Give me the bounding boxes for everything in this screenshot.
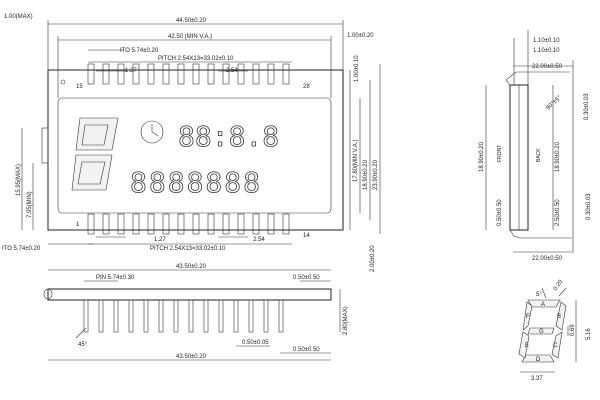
- left-1595-label: 15.95(MAX): [16, 164, 22, 196]
- front-end-cap: [43, 288, 53, 300]
- edge-seal: [41, 127, 49, 164]
- pitch-254-top-label: 2.54: [226, 68, 238, 74]
- seg-label-b: B: [557, 314, 561, 320]
- side-height-right-label: 18.90±0.20: [555, 141, 561, 172]
- top-view: 88:8.8 8888888 15 28 1 14 44.50±0.20 42.…: [2, 14, 381, 272]
- right-top-label: 1.00±0.20: [347, 33, 374, 39]
- ito-top-label: ITO 5.74±0.20: [120, 48, 159, 54]
- side-height-left-label: 18.90±0.20: [479, 141, 485, 172]
- width-overall-label: 44.50±0.20: [176, 18, 207, 24]
- pitch-254-bottom-label: 2.54: [253, 237, 265, 243]
- seg-label-d: D: [536, 357, 541, 363]
- digit-angle-label: 5°: [536, 292, 542, 298]
- side-left-small-label: 0.50±0.50: [497, 199, 503, 226]
- side-right-2-label: 0.30±0.03: [586, 193, 592, 220]
- viewing-area: [57, 97, 332, 214]
- angle-line: [75, 327, 87, 339]
- digit-seg-width-label: 0.20: [553, 279, 565, 293]
- front-width-bottom-label: 43.50±0.20: [176, 354, 207, 360]
- pitch-127-bottom-label: 1.27: [154, 237, 166, 243]
- lcd-top-row: 88:8.8: [178, 120, 279, 153]
- side-back-label: BACK: [536, 148, 542, 162]
- segment-g: [527, 327, 555, 335]
- side-view: 1.10±0.10 1.10±0.10 22.00±0.50 90°±5° 0.…: [479, 30, 592, 262]
- pin1-marker: [60, 79, 66, 85]
- side-mid-small-label: 2.50±0.50: [555, 199, 561, 226]
- pitch-top-label: PITCH 2.54X13=33.02±0.10: [158, 56, 234, 62]
- digit-516-label: 5.16: [586, 328, 592, 340]
- front-view: 43.50±0.20 PIN 5.74±0.30 0.50±0.50 0.50±…: [43, 264, 349, 361]
- right-side-label: 1.00±0.10: [354, 55, 360, 82]
- digit-detail: A B C D E F G 5° 0.20 0.69 5.16 3.37: [518, 279, 592, 382]
- front-edge-bottom-label: 0.50±0.50: [293, 347, 320, 353]
- segment-c: [551, 331, 563, 359]
- height-glass-label: 18.90±0.20: [363, 159, 369, 190]
- front-angle-label: 45°: [78, 342, 88, 348]
- seg-label-c: C: [553, 343, 558, 349]
- icon-digit: [71, 117, 119, 191]
- seg-label-a: A: [541, 302, 545, 308]
- front-edge-top-label: 0.50±0.50: [293, 275, 320, 281]
- bottom-right-label: 2.00±0.20: [370, 245, 376, 272]
- side-top-1-label: 1.10±0.10: [533, 38, 560, 44]
- side-front-label: FRONT: [497, 145, 503, 162]
- digit-069-label: 0.69: [570, 324, 576, 336]
- front-pin-width-label: 0.50±0.05: [242, 340, 269, 346]
- side-width-top-label: 22.00±0.50: [532, 64, 563, 70]
- left-795-label: 7.95(MIN): [27, 191, 33, 218]
- seg-label-e: E: [525, 343, 529, 349]
- pitch-bottom-label: PITCH 2.54X13=33.02±0.10: [150, 246, 226, 252]
- ito-bottom-label: ITO 5.74±0.20: [2, 246, 41, 252]
- height-va-label: 17.80(MIN V.A.): [353, 140, 359, 182]
- pin-28-label: 28: [303, 84, 310, 90]
- side-angle-label: 90°±5°: [545, 95, 563, 112]
- segment-e: [518, 331, 530, 359]
- height-overall-label: 23.90±0.20: [373, 159, 379, 190]
- lcd-bottom-row: 8888888: [130, 166, 262, 199]
- pitch-127-top-label: 1.27: [125, 68, 137, 74]
- bottom-pins: [87, 213, 290, 235]
- seg-label-g: G: [539, 329, 544, 335]
- front-width-label: 43.50±0.20: [176, 264, 207, 270]
- clock-icon: [140, 120, 164, 144]
- segment-b: [555, 301, 567, 331]
- side-top-2-label: 1.10±0.10: [533, 48, 560, 54]
- front-pins: [83, 299, 284, 333]
- top-pins: [87, 63, 290, 85]
- front-height-label: 2.80(MAX): [343, 306, 349, 335]
- side-right-1-label: 0.30±0.03: [584, 93, 590, 120]
- pin-14-label: 14: [303, 233, 310, 239]
- digit-337-label: 3.37: [531, 376, 543, 382]
- segment-d: [521, 354, 555, 363]
- side-width-bottom-label: 22.00±0.50: [532, 256, 563, 262]
- pin-15-label: 15: [76, 84, 83, 90]
- seg-label-f: F: [526, 314, 530, 320]
- side-lead-bottom: [509, 229, 572, 239]
- side-lead-top: [505, 71, 570, 86]
- front-pin-label: PIN 5.74±0.30: [96, 275, 135, 281]
- left-max-label: 1.00(MAX): [4, 14, 33, 20]
- pin-1-label: 1: [76, 222, 80, 228]
- segment-f: [522, 301, 533, 331]
- clock-hands: [151, 124, 159, 137]
- front-glass: [47, 288, 332, 301]
- width-va-label: 42.50 (MIN V.A.): [168, 34, 212, 40]
